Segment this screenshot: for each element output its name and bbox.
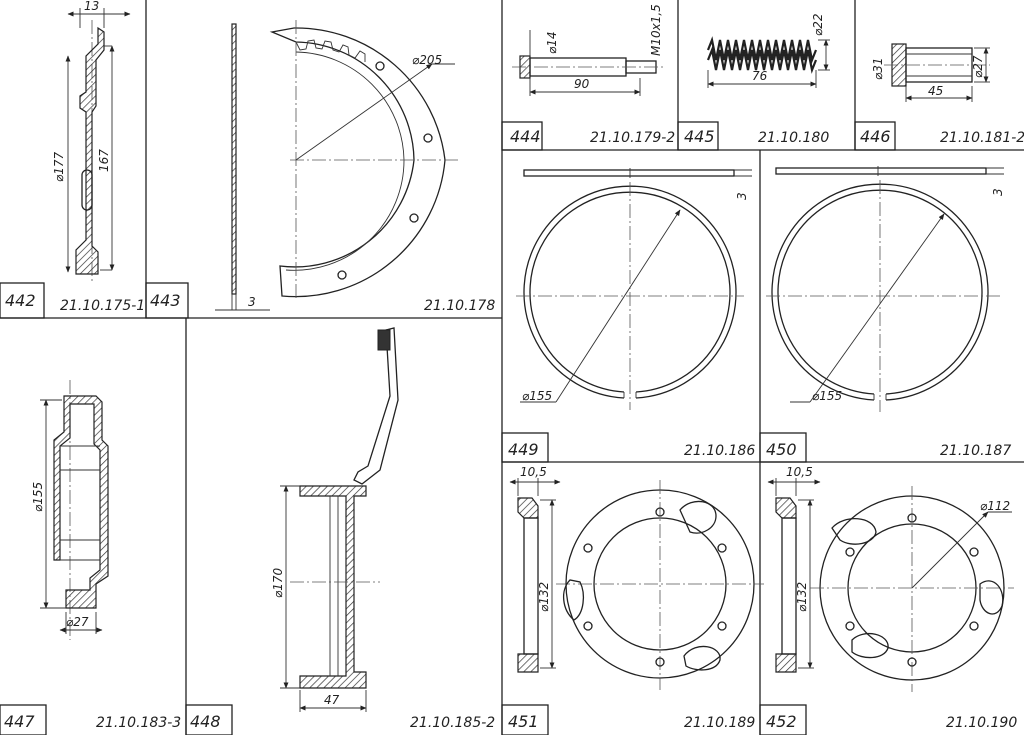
dim-444-diameter: ⌀14 [545, 32, 559, 55]
panel-450: 3 ⌀155 450 21.10.187 [766, 166, 1011, 459]
dim-446-length: 45 [928, 84, 943, 98]
dim-445-length: 76 [752, 69, 768, 83]
panel-451: 10,5 ⌀132 451 21.10.189 [508, 465, 764, 731]
part-code-448: 21.10.185-2 [410, 715, 495, 731]
part-code-442: 21.10.175-1 [60, 298, 145, 314]
part-code-451: 21.10.189 [684, 715, 755, 731]
dim-452-bolt-circle: ⌀112 [980, 499, 1010, 513]
dim-448-width: 47 [324, 693, 340, 707]
dim-444-length: 90 [574, 77, 590, 91]
dim-446-inner-diameter: ⌀27 [971, 55, 985, 78]
dim-445-diameter: ⌀22 [811, 14, 825, 37]
part-number-444: 444 [510, 127, 541, 146]
dim-442-width: 13 [84, 0, 99, 13]
panel-447: ⌀155 ⌀27 447 21.10.183-3 [4, 380, 181, 731]
part-number-449: 449 [508, 440, 539, 459]
part-number-446: 446 [860, 127, 891, 146]
part-code-452: 21.10.190 [946, 715, 1017, 731]
panel-446: ⌀31 ⌀27 45 446 21.10.181-2 [860, 43, 1024, 146]
dim-451-diameter: ⌀132 [537, 582, 551, 612]
part-code-450: 21.10.187 [940, 443, 1011, 459]
part-number-450: 450 [766, 440, 797, 459]
part-code-444: 21.10.179-2 [590, 130, 675, 146]
dim-446-outer-diameter: ⌀31 [871, 58, 885, 81]
dim-450-thickness: 3 [991, 188, 1005, 196]
part-code-443: 21.10.178 [424, 298, 495, 314]
dim-443-thickness: 3 [248, 295, 256, 309]
part-code-447: 21.10.183-3 [96, 715, 181, 731]
part-number-442: 442 [5, 291, 36, 310]
dim-443-diameter: ⌀205 [412, 53, 442, 67]
part-code-449: 21.10.186 [684, 443, 755, 459]
dim-444-thread: M10x1,5 [649, 4, 663, 56]
part-number-448: 448 [190, 712, 221, 731]
panel-448: ⌀170 47 448 21.10.185-2 [190, 327, 495, 731]
dim-442-inner-diameter: 167 [97, 149, 111, 172]
part-number-447: 447 [4, 712, 35, 731]
part-number-452: 452 [766, 712, 797, 731]
part-code-445: 21.10.180 [758, 130, 829, 146]
dim-449-diameter: ⌀155 [522, 389, 552, 403]
panel-442: 13 ⌀177 167 442 21.10.175-1 [5, 0, 145, 314]
dim-452-width: 10,5 [786, 465, 813, 479]
panel-444: 90 ⌀14 M10x1,5 444 21.10.179-2 [510, 4, 675, 146]
dim-448-diameter: ⌀170 [271, 568, 285, 598]
panel-443: 3 ⌀205 443 21.10.178 [150, 20, 495, 314]
part-number-451: 451 [508, 712, 539, 731]
dim-447-width: ⌀27 [66, 615, 89, 629]
panel-445: 76 ⌀22 445 21.10.180 [684, 14, 830, 146]
dim-449-thickness: 3 [735, 192, 749, 200]
part-code-446: 21.10.181-2 [940, 130, 1024, 146]
panel-449: 3 ⌀155 449 21.10.186 [508, 168, 755, 459]
panel-452: 10,5 ⌀132 ⌀112 452 21.10.190 [766, 465, 1017, 731]
part-number-443: 443 [150, 291, 181, 310]
dim-447-diameter: ⌀155 [31, 482, 45, 512]
dim-452-diameter: ⌀132 [795, 582, 809, 612]
part-number-445: 445 [684, 127, 715, 146]
dim-451-width: 10,5 [520, 465, 547, 479]
dim-442-outer-diameter: ⌀177 [52, 152, 66, 182]
dim-450-diameter: ⌀155 [812, 389, 842, 403]
